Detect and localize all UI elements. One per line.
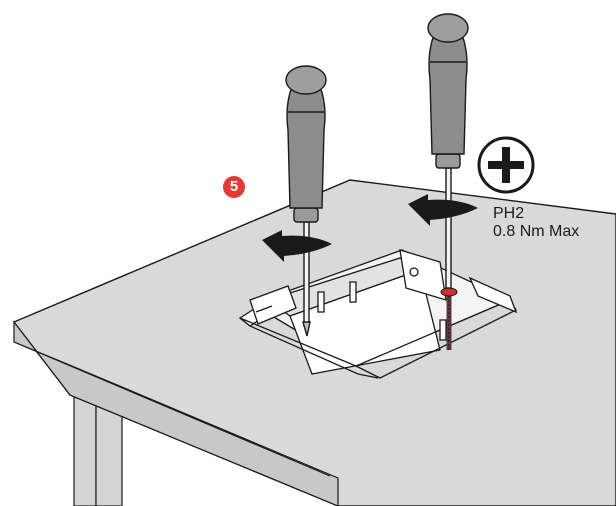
phillips-head-icon [477,136,535,194]
screwdriver-left [285,65,327,337]
torque-label: 0.8 Nm Max [493,223,580,240]
screwdriver-right [427,13,469,289]
tool-spec: PH2 0.8 Nm Max [493,205,579,241]
bit-size-label: PH2 [493,205,525,222]
mounting-screw [440,287,458,350]
step-number-badge: 5 [223,176,245,198]
table-legs [73,384,123,506]
rotation-arrow-right-icon [408,194,478,226]
rotation-arrow-left-icon [262,230,332,262]
